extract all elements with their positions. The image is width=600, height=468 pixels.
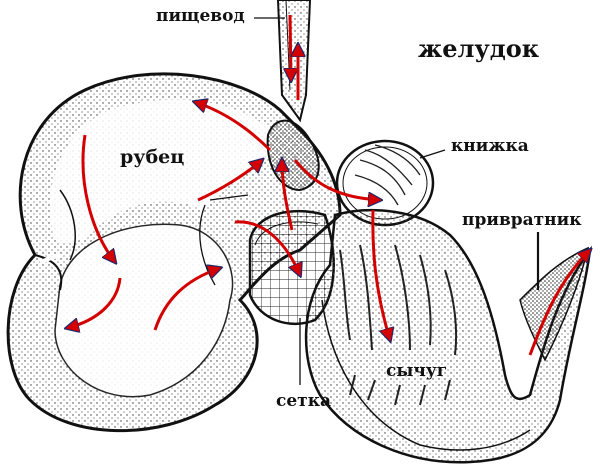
leader-lines: [254, 17, 540, 385]
pylorus-label: привратник: [462, 210, 582, 230]
rumen-upper-arrow: [195, 102, 272, 152]
flow-arrows: [67, 14, 590, 356]
esophagus-label: пищевод: [156, 6, 245, 26]
rumen-center-arrow: [197, 160, 262, 202]
rumen-label: рубец: [120, 146, 185, 168]
rumen-left-down-arrow: [81, 134, 115, 262]
reticulum-in-arrow: [234, 220, 300, 275]
abomasum: [304, 208, 592, 464]
stomach-title: желудок: [418, 34, 540, 63]
rumen-mid-up-arrow: [153, 268, 220, 331]
omasum-label: книжка: [451, 136, 529, 156]
omasum-leader: [419, 149, 446, 159]
esophagus-down-arrow: [290, 14, 291, 80]
reticulum-label: сетка: [276, 391, 331, 411]
reticulum-up-arrow: [282, 160, 294, 231]
rumen-ventral-arrow: [67, 277, 122, 328]
omasum-in-arrow: [293, 159, 380, 200]
abomasum-down-arrow: [371, 209, 390, 340]
abomasum-label: сычуг: [386, 361, 448, 381]
pylorus-out-arrow: [528, 250, 590, 356]
